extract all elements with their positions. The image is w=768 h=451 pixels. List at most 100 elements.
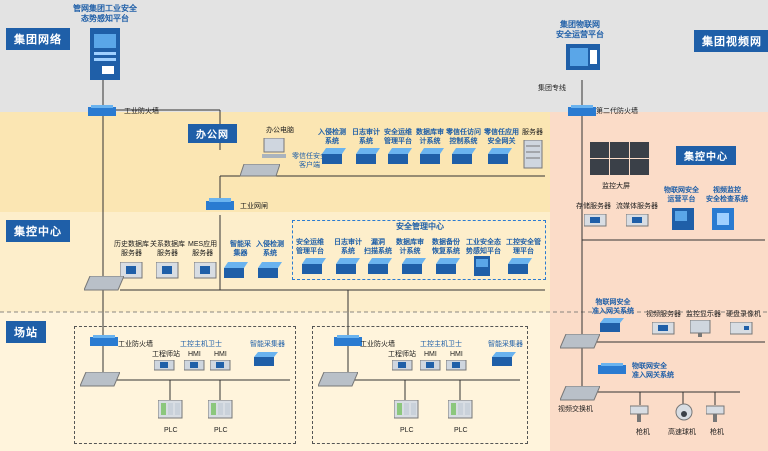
video-switch-icon xyxy=(559,385,601,407)
monitor-display-label: 监控显示器 xyxy=(686,311,721,318)
office-switch-icon xyxy=(239,163,281,183)
station1-plc2-icon xyxy=(207,399,234,425)
station2-plc2-icon xyxy=(447,399,474,425)
server-1-label: 关系数据库服务器 xyxy=(150,241,185,257)
tag-group-network: 集团网络 xyxy=(6,28,70,50)
server-2-label: MES应用服务器 xyxy=(188,241,218,257)
station-box-2 xyxy=(312,326,528,444)
iot-access-label: 物联网安全准入网关系统 xyxy=(592,299,634,315)
video-check-label: 视频监控安全检查系统 xyxy=(706,187,748,203)
iot-ops-label: 物联网安全运营平台 xyxy=(664,187,699,203)
office-item-5-label: 零信任应用安全网关 xyxy=(484,129,519,145)
station1-eng-icon xyxy=(153,359,176,379)
station2-hmi1-icon xyxy=(419,359,442,379)
station1-hmi1-icon xyxy=(183,359,206,379)
station1-firewall-icon xyxy=(90,334,120,352)
gateway-icon xyxy=(206,198,236,217)
station1-hmi1-label: HMI xyxy=(188,351,201,358)
control-switch-icon xyxy=(83,275,125,299)
storage-icon xyxy=(583,213,608,233)
station2-hmi2-icon xyxy=(445,359,468,379)
tag-control-center-right: 集控中心 xyxy=(676,146,736,165)
office-device-0-icon xyxy=(322,148,346,171)
control-collector-label: 智能采集器 xyxy=(230,241,251,257)
video-check-icon xyxy=(712,208,736,237)
station1-plc1-icon xyxy=(157,399,184,425)
gun-cam-icon xyxy=(629,404,652,429)
iot-access2-icon xyxy=(598,362,628,380)
office-item-2-label: 安全运维管理平台 xyxy=(384,129,412,145)
station2-hmi1-label: HMI xyxy=(424,351,437,358)
station1-plc2-label: PLC xyxy=(214,427,228,434)
station2-plc2-label: PLC xyxy=(454,427,468,434)
sec-item-3-label: 数据库审计系统 xyxy=(396,239,424,255)
station2-collector-label: 智能采集器 xyxy=(488,341,523,348)
security-center-box xyxy=(292,220,546,280)
office-item-3-label: 数据库审计系统 xyxy=(416,129,444,145)
awareness-platform-icon xyxy=(86,28,124,85)
tag-video-network: 集团视频网 xyxy=(694,30,768,52)
sec-device-3-icon xyxy=(402,258,426,281)
sec-device-0-icon xyxy=(302,258,326,281)
sec-item-0-label: 安全运维管理平台 xyxy=(296,239,324,255)
office-device-5-icon xyxy=(488,148,512,171)
station1-firewall-label: 工业防火墙 xyxy=(118,341,153,348)
station2-eng-label: 工程师站 xyxy=(388,351,416,358)
control-ids-label: 入侵检测系统 xyxy=(256,241,284,257)
office-device-4-icon xyxy=(452,148,476,171)
office-device-2-icon xyxy=(388,148,412,171)
iot-platform-icon xyxy=(566,44,602,79)
firewall-2g-label: 第二代防火墙 xyxy=(596,108,638,115)
monitor-wall-label: 监控大屏 xyxy=(602,183,630,190)
firewall-2g-icon xyxy=(568,104,598,122)
streaming-icon xyxy=(625,213,650,233)
firewall-top-icon xyxy=(88,104,118,122)
control-collector-icon xyxy=(224,262,248,285)
sec-device-1-icon xyxy=(336,258,360,281)
station1-hostguard-label: 工控主机卫士 xyxy=(180,341,222,348)
tag-control-center-left: 集控中心 xyxy=(6,220,70,242)
station1-collector-icon xyxy=(254,352,278,373)
firewall-top-label: 工业防火墙 xyxy=(124,108,159,115)
zero-trust-client-label: 零信任安全客户端 xyxy=(292,153,327,169)
sec-item-5-label: 工业安全态势感知平台 xyxy=(466,239,501,255)
server-0-icon xyxy=(119,261,144,285)
office-item-0-label: 入侵检测系统 xyxy=(318,129,346,145)
awareness-platform-label: 管网集团工业安全态势感知平台 xyxy=(73,4,137,23)
dome-cam-icon xyxy=(674,402,694,427)
iot-access-icon xyxy=(600,318,624,339)
station2-collector-icon xyxy=(492,352,516,373)
station1-plc1-label: PLC xyxy=(164,427,178,434)
station1-hmi2-icon xyxy=(209,359,232,379)
office-item-1-label: 日志审计系统 xyxy=(352,129,380,145)
office-server-rack-icon xyxy=(522,139,544,175)
station-box-1 xyxy=(74,326,296,444)
station2-plc1-label: PLC xyxy=(400,427,414,434)
dome-cam-label: 高速球机 xyxy=(668,429,696,436)
station2-firewall-icon xyxy=(334,334,364,352)
video-switch-label: 视频交换机 xyxy=(558,406,593,413)
office-pc-icon xyxy=(262,137,288,165)
gun-cam-label: 枪机 xyxy=(636,429,650,436)
video-lower-switch-icon xyxy=(559,333,601,355)
tag-station: 场站 xyxy=(6,321,46,343)
iot-platform-label: 集团物联网安全运营平台 xyxy=(556,20,604,39)
gun-cam2-icon xyxy=(705,404,728,429)
station1-hmi2-label: HMI xyxy=(214,351,227,358)
station1-switch-icon xyxy=(79,371,121,393)
server-2-icon xyxy=(193,261,218,285)
storage-label: 存储服务器 xyxy=(576,203,611,210)
office-device-1-icon xyxy=(356,148,380,171)
station1-eng-label: 工程师站 xyxy=(152,351,180,358)
monitor-display-icon xyxy=(689,319,712,343)
sec-item-4-label: 数据备份恢复系统 xyxy=(432,239,460,255)
monitor-wall-icon xyxy=(590,142,650,183)
sec-item-1-label: 日志审计系统 xyxy=(334,239,362,255)
station2-firewall-label: 工业防火墙 xyxy=(360,341,395,348)
station2-hostguard-label: 工控主机卫士 xyxy=(420,341,462,348)
office-item-4-label: 零信任访问控制系统 xyxy=(446,129,481,145)
sec-item-2-label: 漏洞扫描系统 xyxy=(364,239,392,255)
nvr-label: 硬盘录像机 xyxy=(726,311,761,318)
streaming-label: 流媒体服务器 xyxy=(616,203,658,210)
